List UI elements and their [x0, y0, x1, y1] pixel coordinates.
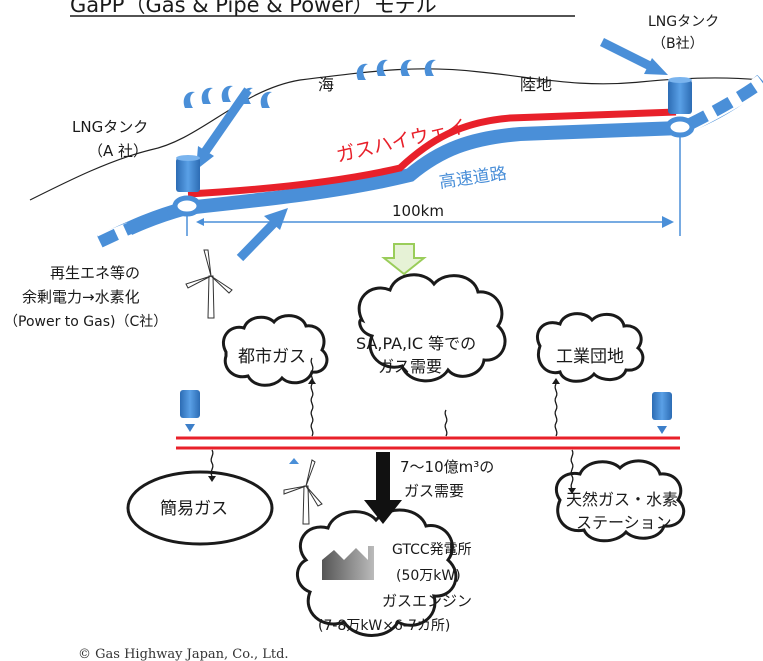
sea-waves: [183, 59, 436, 108]
junction-b-icon: [665, 116, 695, 138]
gtcc-label-1: GTCC発電所: [392, 542, 472, 558]
renewables-label-3: （Power to Gas)（C社）: [4, 314, 167, 330]
expressway-label: 高速道路: [438, 164, 508, 193]
distance-label: 100km: [392, 202, 444, 220]
renewables-label-1: 再生エネ等の: [50, 264, 140, 282]
gas-demand-label-1: 7～10億m³の: [400, 458, 494, 476]
lng-supply-arrow-a: [201, 87, 252, 155]
lng-supply-arrowhead-a: [196, 146, 214, 170]
lng-supply-arrowhead-b: [644, 58, 668, 75]
lng-tank-b-icon: [668, 77, 692, 114]
main-demand-arrow-icon: [364, 452, 402, 524]
copyright-notice: © Gas Highway Japan, Co., Ltd.: [78, 647, 289, 661]
lng-tank-b-label-2: （B社）: [652, 36, 704, 52]
simple-gas-label: 簡易ガス: [160, 499, 228, 519]
land-label: 陸地: [520, 75, 552, 94]
lng-tank-a-icon: [176, 155, 200, 192]
industrial-park-label: 工業団地: [556, 347, 624, 367]
junction-a-icon: [172, 195, 202, 217]
renewable-supply-arrowhead: [264, 208, 288, 230]
stations-label-2: ステーション: [576, 513, 672, 532]
gas-supply-squiggles: [210, 357, 574, 490]
sa-demand-label-2: ガス需要: [378, 357, 442, 376]
lng-tank-a-label-1: LNGタンク: [72, 118, 148, 136]
gtcc-label-2: (50万kW): [396, 568, 461, 584]
simple-gas-bubble: 簡易ガス: [126, 470, 274, 546]
stations-cloud: 天然ガス・水素 ステーション: [554, 459, 686, 543]
gas-highway-line: [187, 108, 677, 198]
page-title: GaPP（Gas & Pipe & Power）モデル: [70, 0, 437, 17]
sa-demand-cloud: SA,PA,IC 等での ガス需要: [356, 273, 507, 383]
gas-highway-label: ガスハイウェイ: [334, 116, 468, 167]
renewable-supply-arrow: [236, 218, 279, 262]
gtcc-cloud: GTCC発電所 (50万kW) ガスエンジン (7-8万kW×6-7カ所): [296, 508, 472, 637]
wind-turbine-icon: [185, 249, 233, 319]
lng-tank-a-label-2: （A 社）: [88, 142, 148, 160]
renewables-label-2: 余剰電力→水素化: [22, 288, 140, 306]
gtcc-label-3: ガスエンジン: [382, 592, 472, 610]
city-gas-cloud: 都市ガス: [221, 314, 329, 387]
supply-tank-right-icon: [652, 392, 672, 434]
gtcc-label-4: (7-8万kW×6-7カ所): [318, 618, 450, 634]
city-gas-label: 都市ガス: [238, 347, 306, 367]
sa-demand-label-1: SA,PA,IC 等での: [356, 334, 476, 353]
sea-label: 海: [318, 75, 334, 94]
flow-down-arrow-icon: [381, 243, 427, 276]
expressway-dashed-right: [687, 77, 763, 130]
stations-label-1: 天然ガス・水素: [566, 490, 678, 509]
lng-supply-arrow-b: [599, 37, 653, 71]
gas-demand-label-2: ガス需要: [404, 482, 464, 500]
factory-icon: [322, 546, 374, 580]
expressway-dashed-left: [97, 202, 188, 248]
industrial-park-cloud: 工業団地: [536, 312, 645, 383]
supply-tank-left-icon: [180, 390, 200, 432]
wind-turbine-bottom-icon: [283, 459, 323, 525]
coastline: [29, 68, 761, 201]
power-up-arrow-icon: [289, 458, 299, 464]
lng-tank-b-label-1: LNGタンク: [648, 14, 719, 30]
